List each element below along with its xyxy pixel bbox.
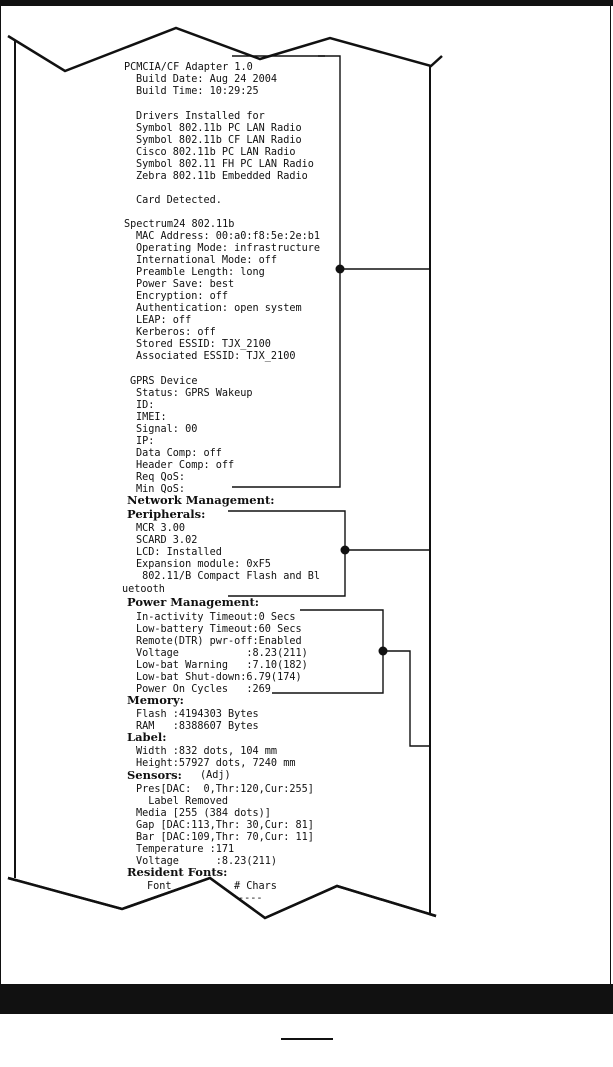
spectrum-line: MAC Address: 00:a0:f8:5e:2e:b1 xyxy=(136,231,321,242)
spectrum-line: Authentication: open system xyxy=(136,303,302,314)
card-status: Card Detected. xyxy=(136,195,222,206)
memory-heading: Memory: xyxy=(127,693,184,707)
gprs-line: Signal: 00 xyxy=(136,424,198,435)
fonts-column-font: Font xyxy=(147,881,172,892)
page-separator-rule xyxy=(281,1038,333,1040)
power-management-heading: Power Management: xyxy=(127,595,260,609)
drivers-title: Drivers Installed for xyxy=(136,111,265,122)
network-management-heading: Network Management: xyxy=(127,493,275,507)
memory-line: Flash :4194303 Bytes xyxy=(136,709,259,720)
spectrum-title: Spectrum24 802.11b xyxy=(124,219,235,230)
build-time: Build Time: 10:29:25 xyxy=(136,86,259,97)
sensor-line: Gap [DAC:113,Thr: 30,Cur: 81] xyxy=(136,820,314,831)
label-line: Height:57927 dots, 7240 mm xyxy=(136,758,296,769)
spectrum-line: International Mode: off xyxy=(136,255,278,266)
memory-line: RAM :8388607 Bytes xyxy=(136,721,259,732)
driver-line: Cisco 802.11b PC LAN Radio xyxy=(136,147,296,158)
label-line: Width :832 dots, 104 mm xyxy=(136,746,278,757)
sensors-adj-suffix: (Adj) xyxy=(200,770,231,781)
spectrum-line: Stored ESSID: TJX_2100 xyxy=(136,339,271,350)
peripheral-wrap-line: uetooth xyxy=(122,584,165,595)
peripheral-line: MCR 3.00 xyxy=(136,523,186,534)
leader-power-management xyxy=(383,650,430,747)
peripheral-line: SCARD 3.02 xyxy=(136,535,198,546)
torn-bottom-edge-overlay xyxy=(7,876,437,920)
sensor-line: Label Removed xyxy=(136,796,229,807)
driver-line: Zebra 802.11b Embedded Radio xyxy=(136,171,308,182)
sensor-line: Temperature :171 xyxy=(136,844,235,855)
gprs-title: GPRS Device xyxy=(130,376,198,387)
peripheral-line: 802.11/B Compact Flash and Bl xyxy=(136,571,321,582)
build-date: Build Date: Aug 24 2004 xyxy=(136,74,278,85)
spectrum-line: Kerberos: off xyxy=(136,327,216,338)
gprs-line: Data Comp: off xyxy=(136,448,222,459)
callout-dot-radio xyxy=(335,264,345,274)
peripheral-line: LCD: Installed xyxy=(136,547,222,558)
spectrum-line: Associated ESSID: TJX_2100 xyxy=(136,351,296,362)
torn-mask-fill xyxy=(16,880,429,980)
sensor-line: Bar [DAC:109,Thr: 70,Cur: 11] xyxy=(136,832,314,843)
fonts-column-chars: # Chars xyxy=(234,881,277,892)
power-line: Low-battery Timeout:60 Secs xyxy=(136,624,302,635)
power-line: Remote(DTR) pwr-off:Enabled xyxy=(136,636,302,647)
bottom-border-bar xyxy=(0,984,613,1014)
gprs-line: Min QoS: xyxy=(136,484,186,495)
callout-dot-power xyxy=(378,646,388,656)
sensor-line: Pres[DAC: 0,Thr:120,Cur:255] xyxy=(136,784,314,795)
power-line: Low-bat Warning :7.10(182) xyxy=(136,660,308,671)
peripheral-line: Expansion module: 0xF5 xyxy=(136,559,271,570)
driver-line: Symbol 802.11b PC LAN Radio xyxy=(136,123,302,134)
adapter-title: PCMCIA/CF Adapter 1.0 xyxy=(124,62,253,73)
gprs-line: Status: GPRS Wakeup xyxy=(136,388,253,399)
spectrum-line: LEAP: off xyxy=(136,315,192,326)
driver-line: Symbol 802.11 FH PC LAN Radio xyxy=(136,159,314,170)
gprs-line: ID: xyxy=(136,400,155,411)
callout-dot-peripherals xyxy=(340,545,350,555)
sensors-heading: Sensors: xyxy=(127,768,182,782)
gprs-line: Header Comp: off xyxy=(136,460,235,471)
spectrum-line: Encryption: off xyxy=(136,291,229,302)
driver-line: Symbol 802.11b CF LAN Radio xyxy=(136,135,302,146)
resident-fonts-heading: Resident Fonts: xyxy=(127,865,228,879)
peripherals-heading: Peripherals: xyxy=(127,507,206,521)
fonts-rule: ---- xyxy=(238,893,263,904)
gprs-line: Req QoS: xyxy=(136,472,186,483)
sensor-line: Media [255 (384 dots)] xyxy=(136,808,271,819)
spectrum-line: Operating Mode: infrastructure xyxy=(136,243,321,254)
label-heading: Label: xyxy=(127,730,167,744)
spectrum-line: Preamble Length: long xyxy=(136,267,265,278)
top-border-bar xyxy=(0,0,613,6)
sensor-line: Voltage :8.23(211) xyxy=(136,856,278,867)
power-line: In-activity Timeout:0 Secs xyxy=(136,612,296,623)
power-line: Voltage :8.23(211) xyxy=(136,648,308,659)
power-line: Low-bat Shut-down:6.79(174) xyxy=(136,672,302,683)
spectrum-line: Power Save: best xyxy=(136,279,235,290)
gprs-line: IMEI: xyxy=(136,412,167,423)
gprs-line: IP: xyxy=(136,436,155,447)
power-line: Power On Cycles :269 xyxy=(136,684,271,695)
